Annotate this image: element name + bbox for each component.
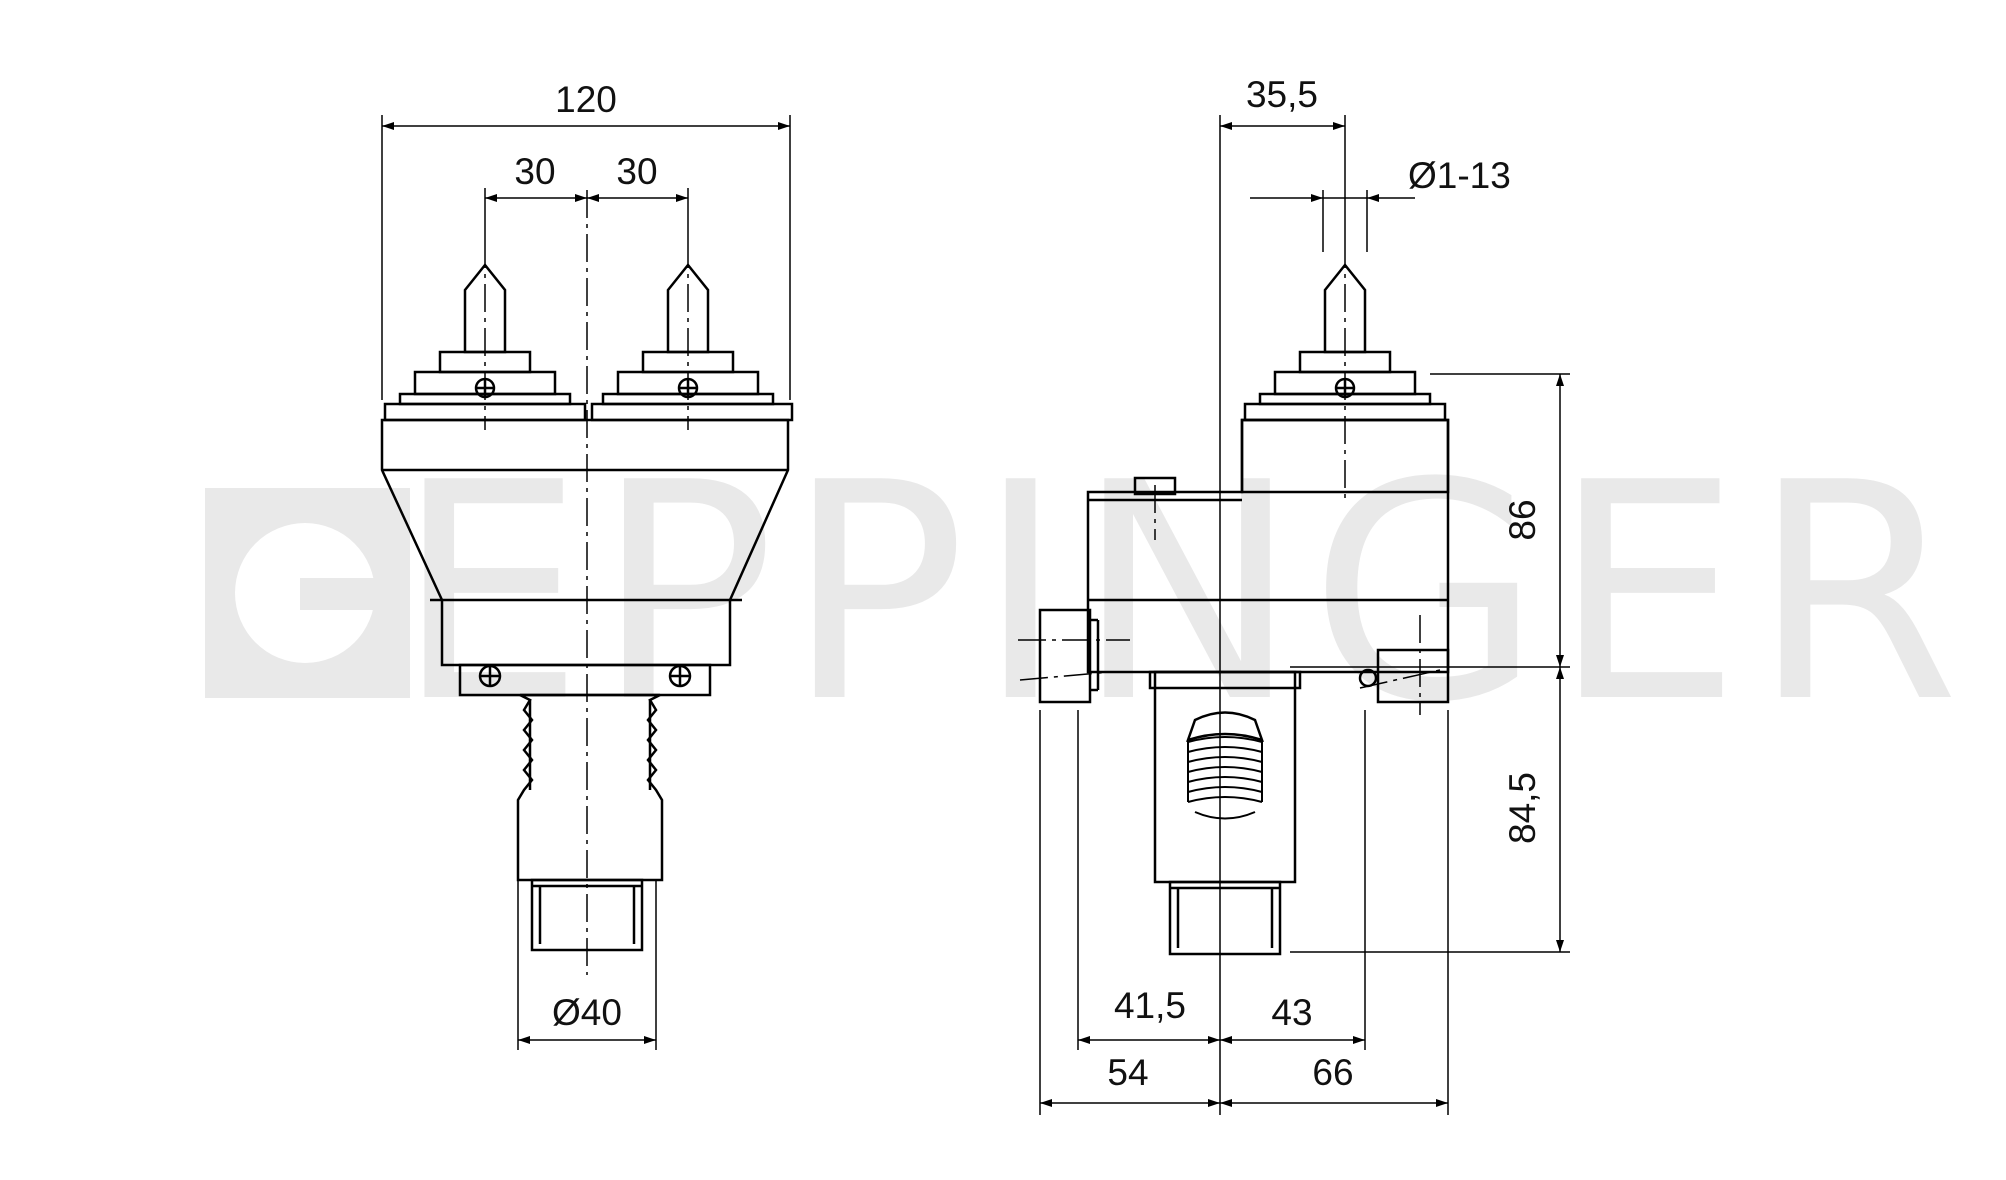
front-center-lines [484,190,689,975]
dim-spacing-right: 30 [616,151,657,192]
dim-height-lower: 84,5 [1502,772,1543,844]
dim-bottom-left-outer: 54 [1107,1052,1148,1093]
front-dimensions [381,115,791,1050]
dim-overall-width: 120 [555,79,617,120]
thread-lines [1187,736,1263,820]
dim-shank-diameter: Ø40 [552,992,622,1033]
dim-spacing-left: 30 [514,151,555,192]
dim-bottom-right-inner: 43 [1271,992,1312,1033]
dim-height-upper: 86 [1502,499,1543,540]
dim-bottom-right-outer: 66 [1312,1052,1353,1093]
dim-collet-range: Ø1-13 [1408,155,1511,196]
side-center-lines [1018,240,1441,715]
dim-offset-top: 35,5 [1246,74,1318,115]
side-dimensions [1039,115,1570,1115]
watermark-text: EPPINGER [395,419,1970,768]
dim-bottom-left-inner: 41,5 [1114,985,1186,1026]
